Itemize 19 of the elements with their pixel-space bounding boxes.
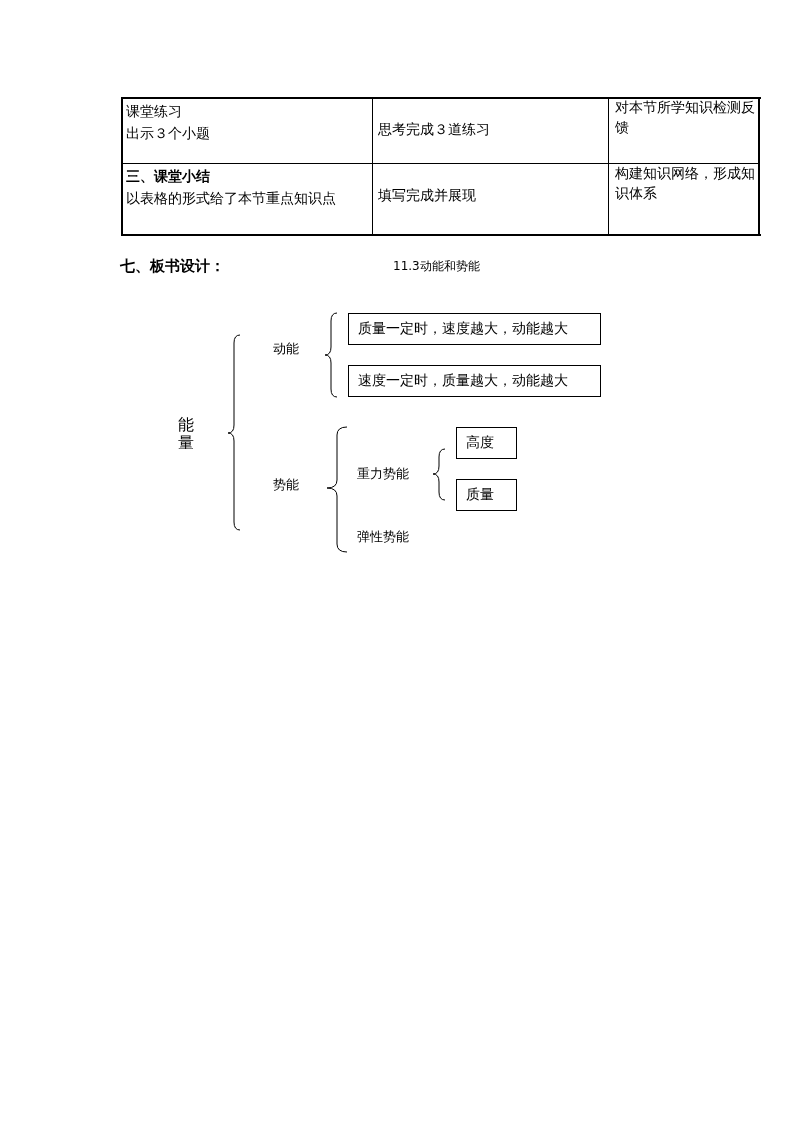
table-cell-text: 出示３个小题 [126,124,211,143]
section-heading: 七、板书设计： [120,256,226,277]
table-cell-heading: 三、课堂小结 [126,167,211,186]
table-cell-text: 以表格的形式给了本节重点知识点 [126,189,337,208]
branch-label: 弹性势能 [357,528,410,546]
table-cell-text: 课堂练习 [126,102,183,121]
branch-label: 重力势能 [357,465,410,483]
text-box: 高度 [456,427,517,459]
root-label: 能量 [178,416,195,453]
table-cell-text: 思考完成３道练习 [378,120,491,139]
branch-label: 动能 [273,340,300,358]
text-box: 速度一定时，质量越大，动能越大 [348,365,601,397]
table-cell-text: 对本节所学知识检测反馈 [615,98,755,138]
board-title: 11.3动能和势能 [393,258,480,275]
text-box: 质量 [456,479,517,511]
branch-label: 势能 [273,476,300,494]
text-box: 质量一定时，速度越大，动能越大 [348,313,601,345]
table-cell-text: 填写完成并展现 [378,186,477,205]
table-cell-text: 构建知识网络，形成知识体系 [615,164,755,204]
